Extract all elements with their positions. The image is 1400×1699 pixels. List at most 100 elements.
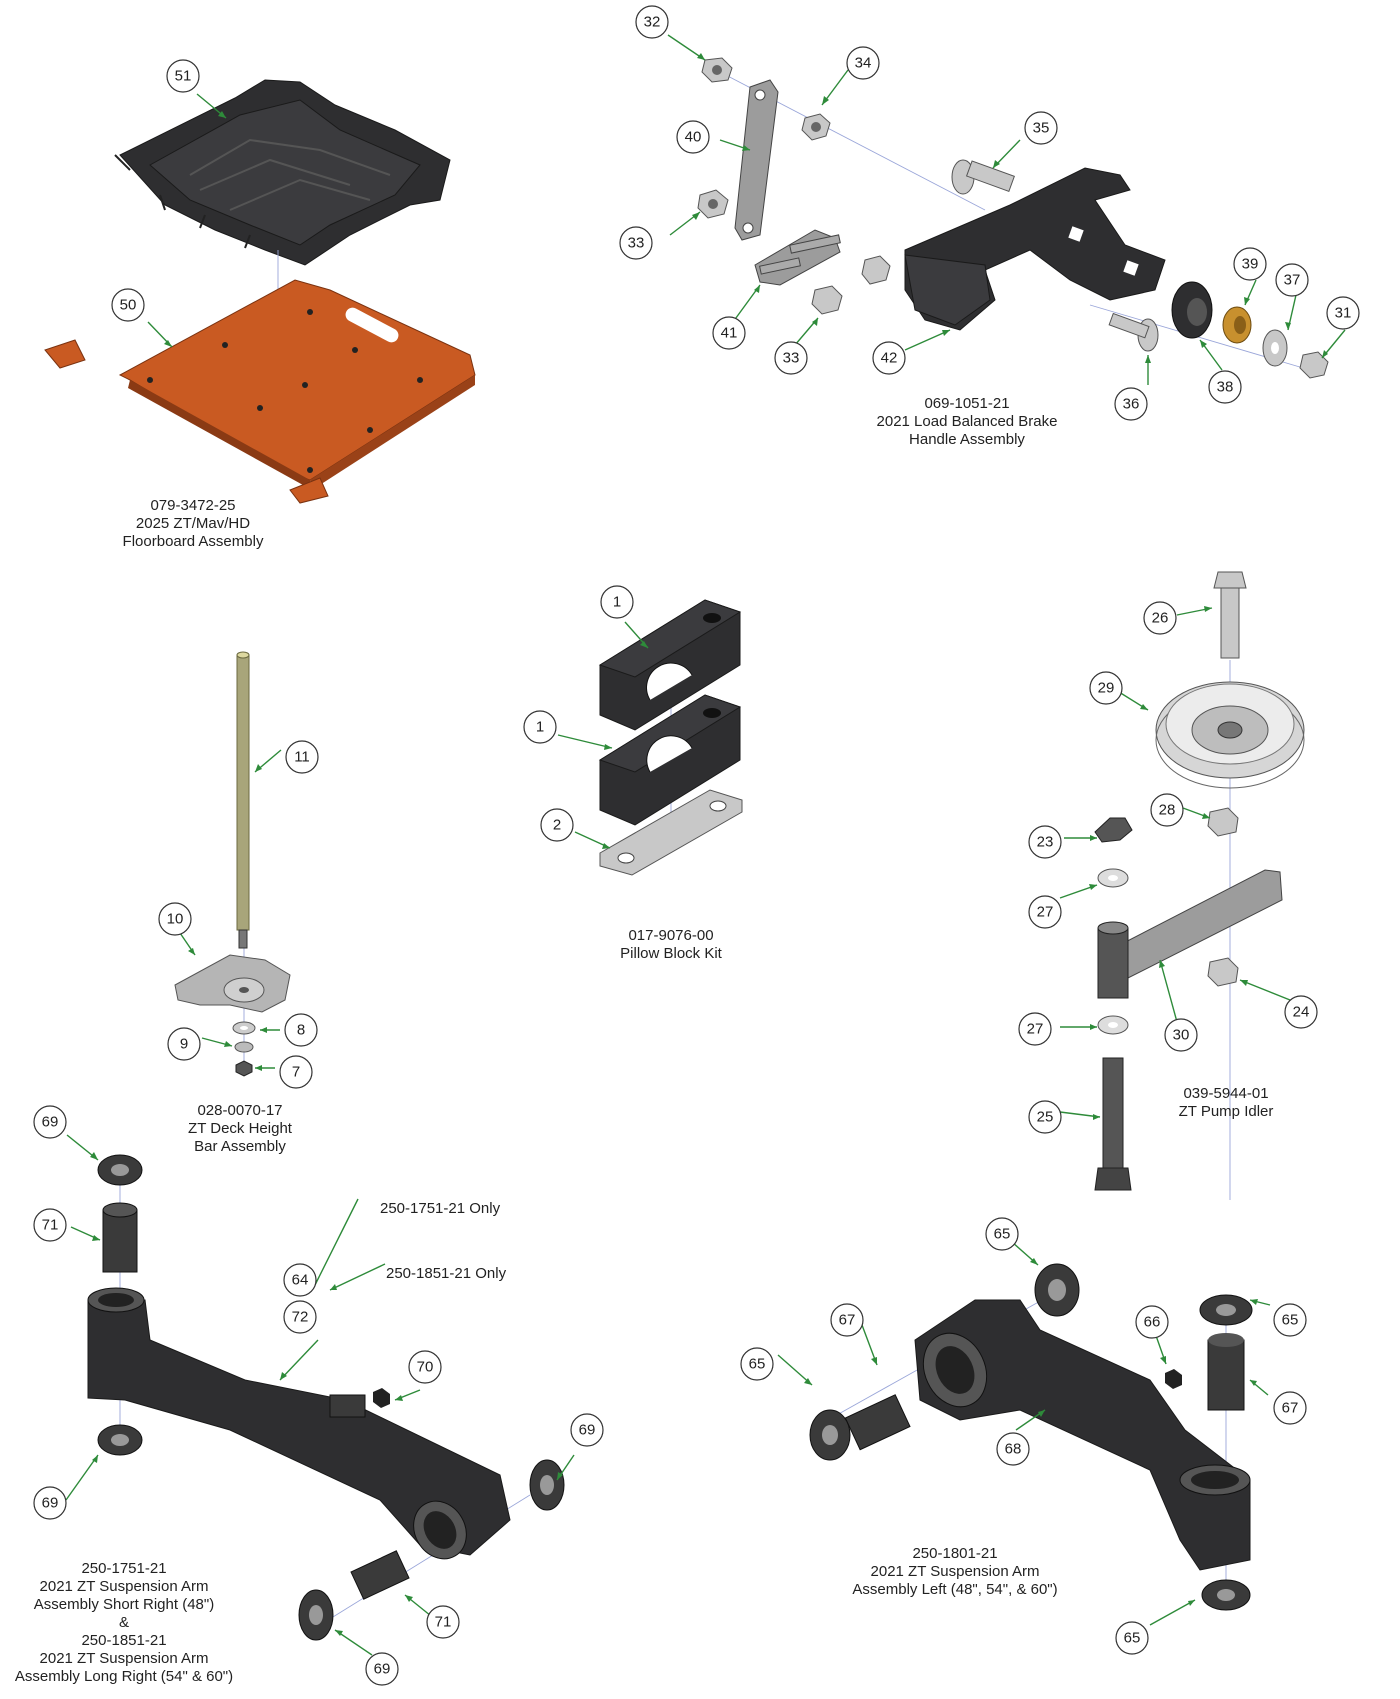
callout-38: 38	[1208, 370, 1242, 404]
svg-text:11: 11	[294, 749, 310, 766]
svg-text:68: 68	[1005, 1441, 1022, 1458]
svg-text:7: 7	[292, 1064, 300, 1081]
idler-parts	[1094, 571, 1305, 1191]
svg-text:27: 27	[1027, 1021, 1044, 1038]
callout-29: 29	[1089, 671, 1123, 705]
svg-text:8: 8	[297, 1022, 305, 1039]
brake-part-number: 069-1051-21	[924, 395, 1010, 412]
floorboard-model: 2025 ZT/Mav/HD	[135, 515, 251, 532]
callout-27-upper: 27	[1028, 895, 1062, 929]
svg-text:69: 69	[42, 1114, 59, 1131]
svg-text:31: 31	[1335, 305, 1352, 322]
suspension-left-model: 2021 ZT Suspension Arm	[870, 1563, 1040, 1580]
caption-suspension-left: 250-1801-21 2021 ZT Suspension Arm Assem…	[852, 1545, 1057, 1599]
callout-67-right: 67	[1273, 1391, 1307, 1425]
floor-mat	[114, 79, 451, 266]
callout-34: 34	[846, 46, 880, 80]
callout-33-upper: 33	[619, 226, 653, 260]
suspension-short-title: Assembly Short Right (48")	[33, 1596, 215, 1613]
callout-26: 26	[1143, 601, 1177, 635]
svg-text:39: 39	[1242, 256, 1259, 273]
callout-50: 50	[111, 288, 145, 322]
svg-text:23: 23	[1037, 834, 1054, 851]
callout-71-top: 71	[33, 1208, 67, 1242]
svg-text:29: 29	[1098, 680, 1115, 697]
idler-title: ZT Pump Idler	[1178, 1103, 1274, 1120]
svg-text:71: 71	[42, 1217, 59, 1234]
callout-69-right: 69	[570, 1413, 604, 1447]
svg-text:28: 28	[1159, 802, 1176, 819]
callout-68: 68	[996, 1432, 1030, 1466]
svg-text:27: 27	[1037, 904, 1054, 921]
svg-text:38: 38	[1217, 379, 1234, 396]
brake-title: Handle Assembly	[909, 431, 1025, 448]
callout-72: 72	[283, 1300, 317, 1334]
svg-text:33: 33	[628, 235, 645, 252]
svg-text:66: 66	[1144, 1314, 1161, 1331]
floorboard-title: Floorboard Assembly	[122, 533, 264, 550]
svg-text:50: 50	[120, 297, 137, 314]
suspension-left-title: Assembly Left (48", 54", & 60")	[852, 1581, 1058, 1598]
callout-24: 24	[1284, 995, 1318, 1029]
callout-9: 9	[167, 1027, 201, 1061]
callout-42: 42	[872, 341, 906, 375]
caption-pillow: 017-9076-00 Pillow Block Kit	[620, 927, 722, 963]
svg-text:65: 65	[994, 1226, 1011, 1243]
callout-69-left: 69	[33, 1486, 67, 1520]
svg-text:69: 69	[374, 1661, 391, 1678]
callout-8: 8	[284, 1013, 318, 1047]
caption-deck-height: 028-0070-17 ZT Deck Height Bar Assembly	[188, 1102, 292, 1156]
suspension-long-part-number: 250-1851-21	[81, 1632, 167, 1649]
note-1751-only: 250-1751-21 Only	[380, 1200, 501, 1217]
svg-text:9: 9	[180, 1036, 188, 1053]
brake-model: 2021 Load Balanced Brake	[876, 413, 1058, 430]
svg-text:70: 70	[417, 1359, 434, 1376]
caption-suspension-right: 250-1751-21 2021 ZT Suspension Arm Assem…	[15, 1560, 233, 1686]
callout-65-right: 65	[1273, 1303, 1307, 1337]
deck-height-part-number: 028-0070-17	[197, 1102, 283, 1119]
pillow-title: Pillow Block Kit	[620, 945, 722, 962]
suspension-long-model: 2021 ZT Suspension Arm	[39, 1650, 209, 1667]
callout-71-bottom: 71	[426, 1605, 460, 1639]
caption-brake: 069-1051-21 2021 Load Balanced Brake Han…	[877, 395, 1058, 449]
callout-65-left: 65	[740, 1347, 774, 1381]
brake-parts	[697, 57, 1329, 379]
svg-text:1: 1	[613, 594, 621, 611]
callout-65-bottom: 65	[1115, 1621, 1149, 1655]
svg-text:26: 26	[1152, 610, 1169, 627]
svg-text:2: 2	[553, 817, 561, 834]
callout-65-top: 65	[985, 1217, 1019, 1251]
suspension-long-title: Assembly Long Right (54" & 60")	[14, 1668, 234, 1685]
pillow-part-number: 017-9076-00	[628, 927, 714, 944]
callout-64: 64	[283, 1263, 317, 1297]
callout-1-bottom: 1	[523, 710, 557, 744]
svg-text:67: 67	[1282, 1400, 1299, 1417]
svg-text:34: 34	[855, 55, 872, 72]
svg-text:72: 72	[292, 1309, 309, 1326]
svg-text:35: 35	[1033, 120, 1050, 137]
suspension-ampersand: &	[118, 1614, 130, 1631]
svg-text:69: 69	[579, 1422, 596, 1439]
svg-text:71: 71	[435, 1614, 452, 1631]
callout-41: 41	[712, 316, 746, 350]
callout-11: 11	[285, 740, 319, 774]
floorboard-part-number: 079-3472-25	[150, 497, 236, 514]
svg-text:24: 24	[1293, 1004, 1310, 1021]
suspension-left-part-number: 250-1801-21	[912, 1545, 998, 1562]
deck-height-model: ZT Deck Height	[188, 1120, 292, 1137]
svg-text:25: 25	[1037, 1109, 1054, 1126]
svg-text:40: 40	[685, 129, 702, 146]
svg-text:67: 67	[839, 1312, 856, 1329]
caption-idler: 039-5944-01 ZT Pump Idler	[1179, 1085, 1274, 1121]
svg-text:64: 64	[292, 1272, 309, 1289]
svg-text:65: 65	[1282, 1312, 1299, 1329]
svg-text:32: 32	[644, 14, 661, 31]
svg-text:1: 1	[536, 719, 544, 736]
callout-30: 30	[1164, 1018, 1198, 1052]
svg-text:30: 30	[1173, 1027, 1190, 1044]
svg-text:41: 41	[721, 325, 738, 342]
callout-25: 25	[1028, 1100, 1062, 1134]
svg-text:51: 51	[175, 68, 192, 85]
svg-text:37: 37	[1284, 272, 1301, 289]
